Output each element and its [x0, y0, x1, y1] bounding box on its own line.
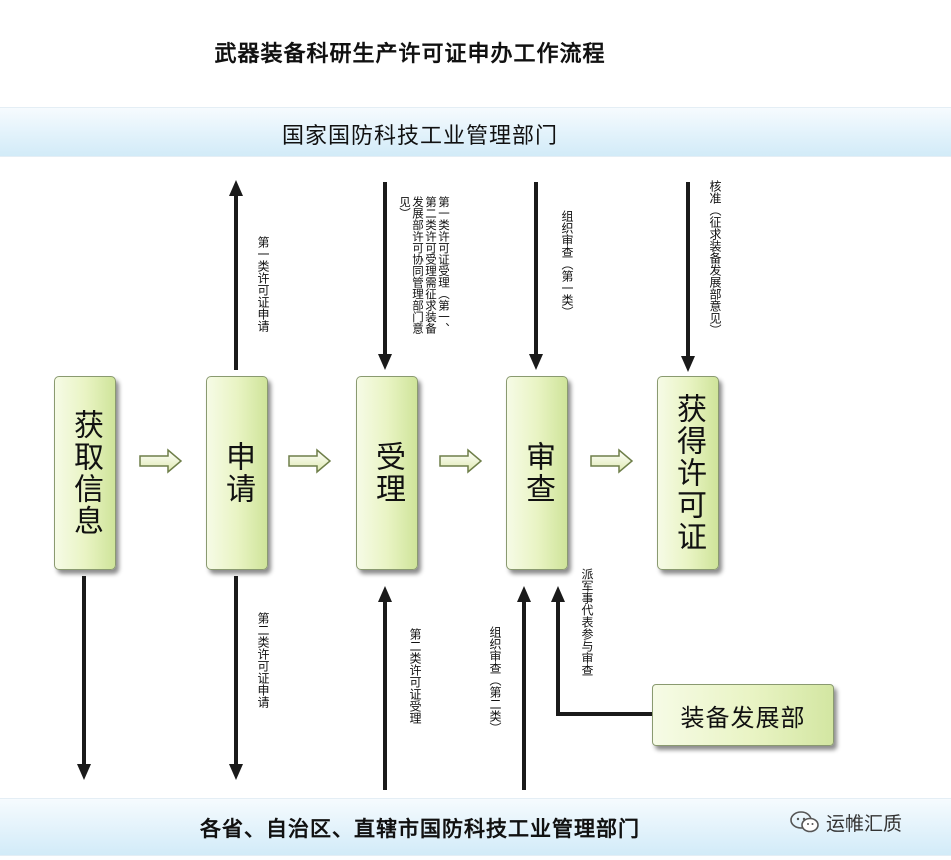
watermark-text: 运帷汇质 — [826, 812, 903, 835]
label-review-military: 派军事代表参与审查 — [580, 568, 594, 676]
label-accept-class1: 第一类许可证受理（第一、第二类许可受理需征求装备发展部许可协同管理部门意见） — [398, 196, 451, 334]
step-apply: 申请 — [206, 376, 268, 570]
label-apply-class2: 第二类许可证申请 — [256, 612, 270, 708]
step-get-info: 获取信息 — [54, 376, 116, 570]
step-obtain-license: 获得许可证 — [657, 376, 719, 570]
label-approve: 核准（征求装备发展部意见） — [708, 180, 722, 336]
step-accept: 受理 — [356, 376, 418, 570]
label-accept-class2: 第二类许可证受理 — [408, 628, 422, 724]
step-label: 受理 — [370, 441, 405, 505]
step-label: 获取信息 — [68, 409, 103, 537]
page-title: 武器装备科研生产许可证申办工作流程 — [214, 42, 606, 67]
top-department-label: 国家国防科技工业管理部门 — [281, 124, 558, 149]
step-review: 审查 — [506, 376, 568, 570]
label-review-class2: 组织审查（第二类） — [488, 626, 502, 734]
step-label: 申请 — [220, 441, 255, 505]
step-label: 审查 — [520, 441, 555, 505]
step-label: 获得许可证 — [671, 393, 706, 553]
bottom-department-label: 各省、自治区、直辖市国防科技工业管理部门 — [200, 817, 640, 841]
label-review-class1: 组织审查（第一类） — [560, 210, 574, 318]
bottom-department-band: 各省、自治区、直辖市国防科技工业管理部门 — [0, 798, 951, 856]
equipment-development-department: 装备发展部 — [652, 684, 834, 746]
label-apply-class1: 第一类许可证申请 — [256, 236, 270, 332]
wechat-icon — [790, 811, 819, 833]
watermark: 运帷汇质 — [790, 808, 902, 836]
top-department-band: 国家国防科技工业管理部门 — [0, 107, 951, 157]
